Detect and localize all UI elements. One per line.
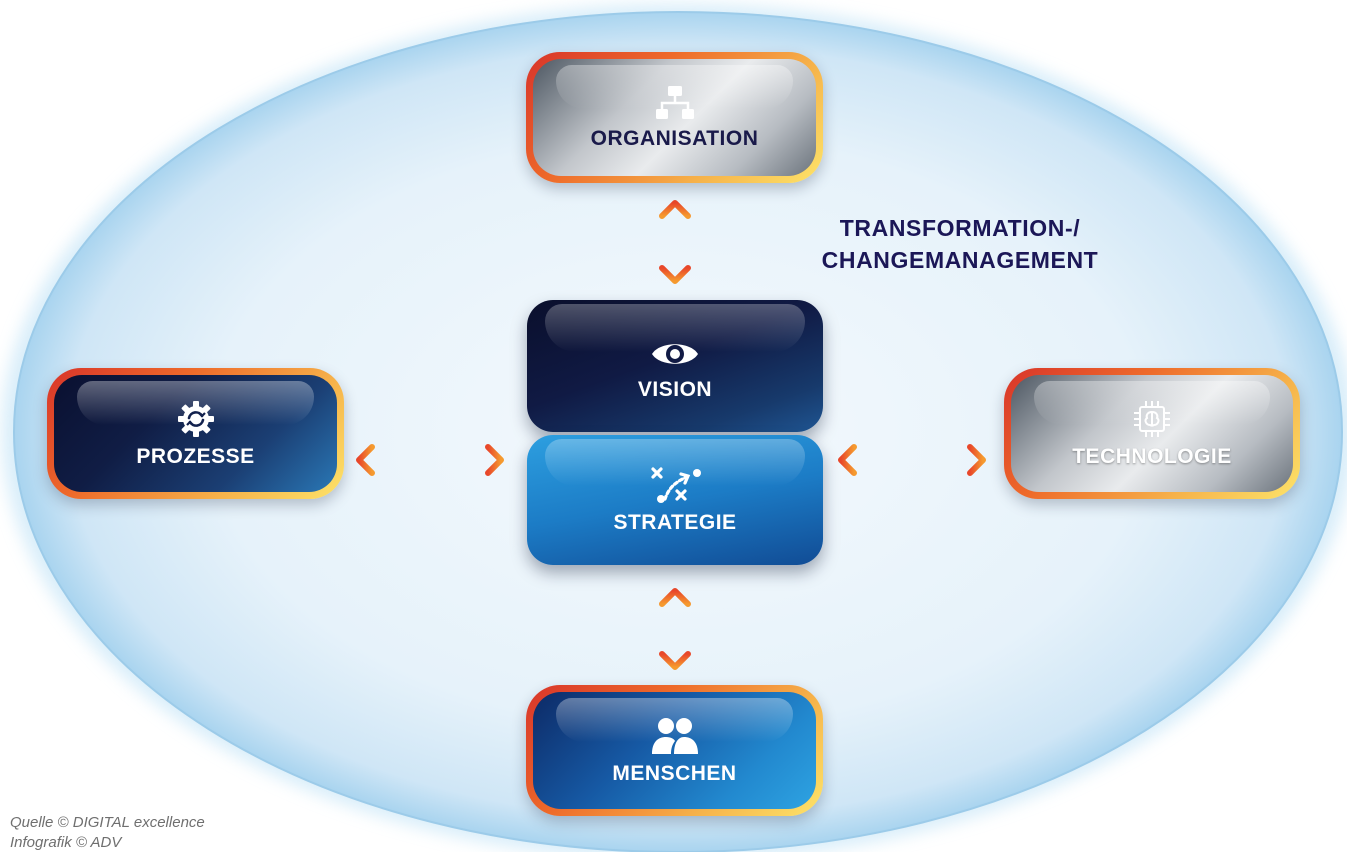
source-line-1: Quelle © DIGITAL excellence (10, 814, 205, 831)
node-technologie-label: TECHNOLOGIE (1072, 444, 1232, 468)
node-menschen: MENSCHEN (526, 685, 823, 816)
node-prozesse-label: PROZESSE (136, 444, 255, 468)
org-chart-icon (655, 85, 694, 119)
node-strategie-label: STRATEGIE (613, 511, 737, 534)
people-icon (651, 717, 698, 754)
node-organisation: ORGANISATION (526, 52, 823, 183)
node-technologie: TECHNOLOGIE (1004, 368, 1300, 499)
diagram-heading: TRANSFORMATION-/ CHANGEMANAGEMENT (760, 212, 1160, 276)
node-strategie: STRATEGIE (527, 435, 823, 565)
node-menschen-label: MENSCHEN (612, 761, 737, 785)
node-technologie-body: TECHNOLOGIE (1011, 375, 1293, 492)
heading-line-2: CHANGEMANAGEMENT (821, 247, 1099, 273)
node-prozesse: PROZESSE (47, 368, 344, 499)
heading-line-1: TRANSFORMATION-/ (839, 215, 1081, 241)
node-vision: VISION (527, 300, 823, 432)
gear-refresh-icon (177, 400, 214, 437)
node-organisation-label: ORGANISATION (590, 126, 759, 150)
eye-icon (652, 344, 698, 364)
node-menschen-body: MENSCHEN (533, 692, 816, 809)
source-credit: Quelle © DIGITAL excellence Infografik ©… (10, 813, 205, 852)
node-organisation-body: ORGANISATION (533, 59, 816, 176)
node-prozesse-body: PROZESSE (54, 375, 337, 492)
strategy-play-icon (651, 467, 701, 503)
ai-chip-icon (1134, 400, 1170, 437)
source-line-2: Infografik © ADV (10, 834, 122, 851)
node-vision-label: VISION (637, 378, 713, 401)
